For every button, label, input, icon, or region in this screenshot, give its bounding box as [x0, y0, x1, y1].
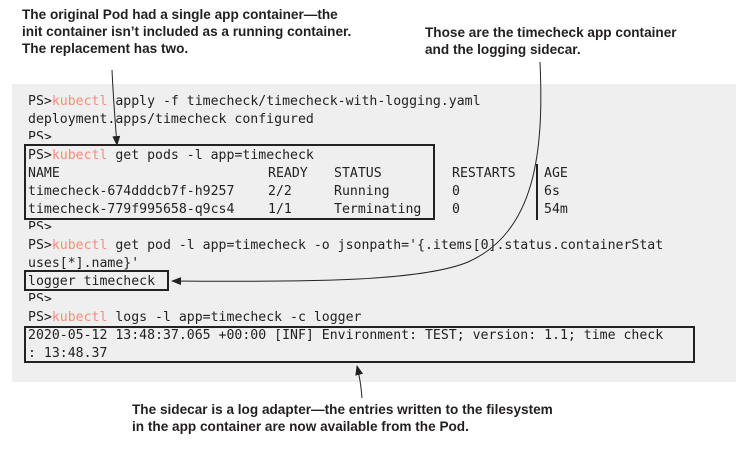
pods-column-restarts: RESTARTS — [452, 166, 516, 181]
pod-ready-cell: 2/2 — [268, 184, 292, 199]
callout-containers: Those are the timecheck app container an… — [425, 25, 677, 57]
callout-log-adapter: The sidecar is a log adapter—the entries… — [132, 402, 553, 434]
pod-name-cell: timecheck-674dddcb7f-h9257 — [28, 184, 235, 199]
pod-restarts-cell: 0 — [452, 202, 460, 217]
terminal-line-get-pods: PS>kubectl get pods -l app=timecheck — [28, 148, 314, 163]
terminal-line-apply-result: deployment.apps/timecheck configured — [28, 112, 314, 127]
pod-restarts-cell: 0 — [452, 184, 460, 199]
terminal-line-log-2: : 13:48.37 — [28, 346, 108, 361]
table-row: timecheck-779f995658-q9cs4 1/1 Terminati… — [28, 201, 718, 219]
pod-ready-cell: 1/1 — [268, 202, 292, 217]
pod-status-cell: Running — [334, 184, 390, 199]
callout-original-pod: The original Pod had a single app contai… — [22, 7, 352, 56]
terminal-line-logs: PS>kubectl logs -l app=timecheck -c logg… — [28, 310, 362, 325]
pod-name-cell: timecheck-779f995658-q9cs4 — [28, 202, 235, 217]
terminal-line-containers-result: logger timecheck — [28, 274, 156, 289]
pod-age-cell: 54m — [544, 202, 568, 217]
pod-status-cell: Terminating — [334, 202, 422, 217]
terminal-line-prompt-empty: PS> — [28, 220, 52, 229]
terminal-line-get-pod-cont: uses[*].name}' — [28, 256, 140, 271]
terminal-line-prompt-empty: PS> — [28, 130, 52, 139]
pods-column-ready: READY — [268, 166, 308, 181]
terminal-line-prompt-empty: PS> — [28, 292, 52, 301]
terminal-line-get-pod: PS>kubectl get pod -l app=timecheck -o j… — [28, 238, 664, 253]
pods-column-age: AGE — [544, 166, 568, 181]
pods-column-status: STATUS — [334, 166, 382, 181]
table-row: timecheck-674dddcb7f-h9257 2/2 Running 0… — [28, 183, 718, 201]
terminal-line-log-1: 2020-05-12 13:48:37.065 +00:00 [INF] Env… — [28, 328, 664, 343]
pods-table-header: NAME READY STATUS RESTARTS AGE — [28, 165, 718, 183]
pod-age-cell: 6s — [544, 184, 560, 199]
pods-column-name: NAME — [28, 166, 60, 181]
terminal-line-apply: PS>kubectl apply -f timecheck/timecheck-… — [28, 94, 481, 109]
